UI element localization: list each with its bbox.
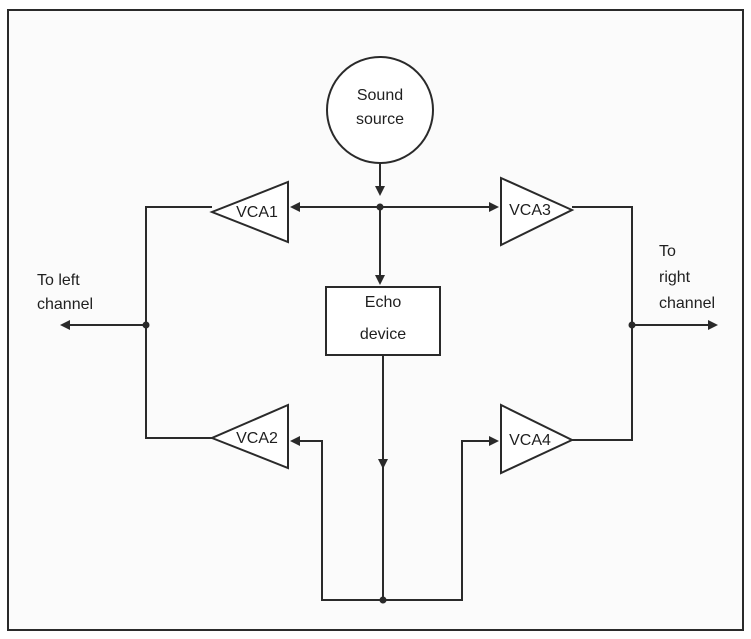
vca4-node [500, 403, 575, 475]
vca3-node [500, 176, 575, 247]
vca3-label: VCA3 [509, 202, 551, 219]
echo-device-label-line-1: Echo [365, 294, 402, 311]
left-bus-junction [142, 321, 150, 329]
sound-source-label-line-2: source [356, 111, 404, 128]
right-bus-junction [628, 321, 636, 329]
vca2-label: VCA2 [236, 430, 278, 447]
vca1-to-left-bus-line [145, 206, 212, 325]
vca4-label: VCA4 [509, 432, 551, 449]
vca2-node [209, 403, 289, 470]
right-output-label-line-1: To [659, 243, 676, 260]
left-output-label-line-2: channel [37, 296, 93, 313]
echo-bottom-bus-line [290, 436, 384, 601]
vca1-node [209, 180, 289, 244]
echo-device-node [325, 286, 441, 356]
vca2-to-left-bus-line [145, 325, 212, 439]
left-output-label-line-1: To left [37, 272, 80, 289]
main-split-junction [376, 203, 384, 211]
vca3-to-right-bus-line [572, 206, 633, 325]
echo-to-vca4-line [383, 436, 499, 601]
right-output-label-line-3: channel [659, 295, 715, 312]
right-output-label-line-2: right [659, 269, 691, 286]
bottom-junction [379, 596, 387, 604]
vca1-label: VCA1 [236, 204, 278, 221]
sound-source-label-line-1: Sound [357, 87, 403, 104]
echo-device-label-line-2: device [360, 326, 406, 343]
sound-source-node [326, 56, 434, 164]
vca4-to-right-bus-line [572, 325, 633, 441]
